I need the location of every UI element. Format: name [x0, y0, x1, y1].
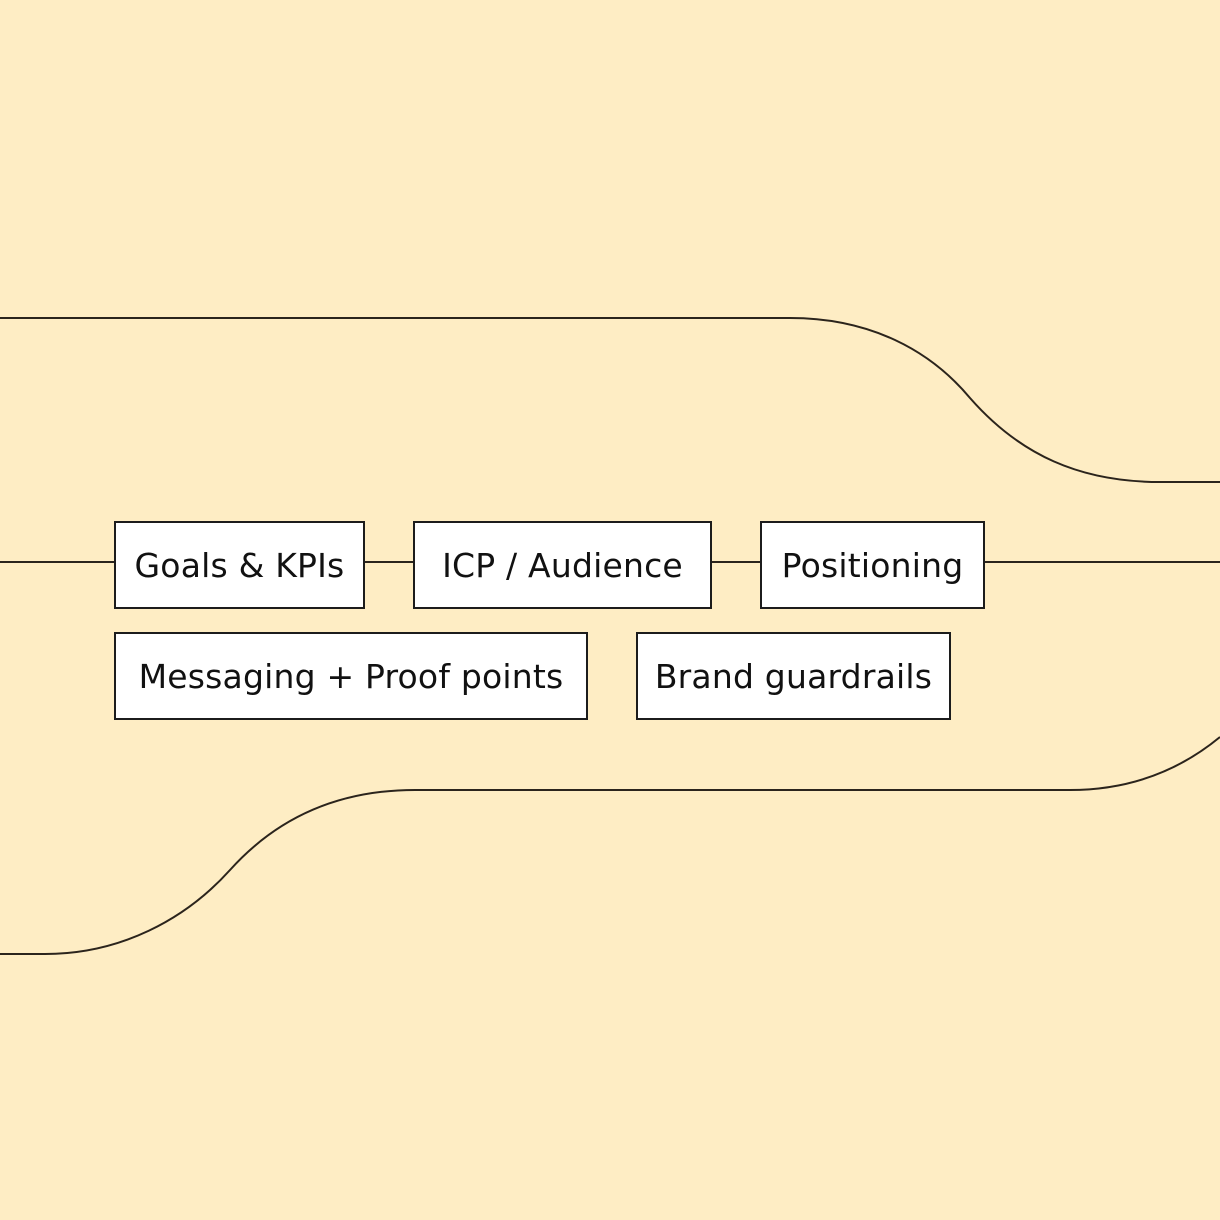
node-goals-kpis: Goals & KPIs — [114, 521, 365, 609]
node-messaging-proof-points: Messaging + Proof points — [114, 632, 588, 720]
upper-flow-line — [0, 317, 1220, 483]
lower-flow-line — [0, 736, 1220, 955]
node-icp-audience: ICP / Audience — [413, 521, 712, 609]
node-label: Goals & KPIs — [134, 545, 345, 585]
node-label: Messaging + Proof points — [138, 656, 564, 696]
node-positioning: Positioning — [760, 521, 985, 609]
node-label: Positioning — [781, 545, 964, 585]
node-label: Brand guardrails — [654, 656, 933, 696]
node-brand-guardrails: Brand guardrails — [636, 632, 951, 720]
node-label: ICP / Audience — [442, 545, 683, 585]
